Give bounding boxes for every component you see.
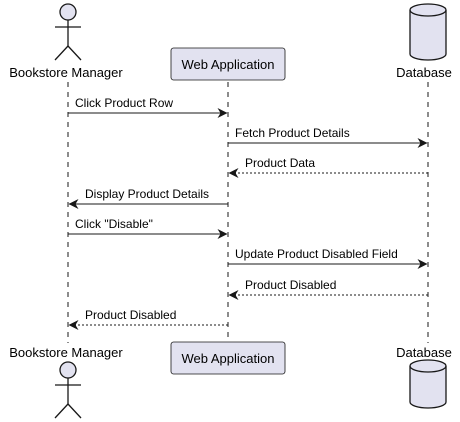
actor-icon-top	[54, 3, 82, 61]
participant-label-manager-top: Bookstore Manager	[9, 65, 123, 80]
participant-box-webapp-top	[170, 47, 286, 81]
participant-box-webapp-bottom	[170, 341, 286, 375]
message-label: Update Product Disabled Field	[235, 247, 398, 261]
database-icon-bottom	[409, 359, 447, 409]
message-label: Click "Disable"	[75, 217, 153, 231]
message-8: Product Disabled	[68, 308, 228, 330]
actor-icon-bottom	[54, 361, 82, 419]
participant-label-manager-bottom: Bookstore Manager	[9, 345, 123, 360]
participant-label-db-top: Database	[396, 65, 452, 80]
message-6: Update Product Disabled Field	[228, 247, 428, 269]
message-label: Product Disabled	[85, 308, 176, 322]
participant-label-db-bottom: Database	[396, 345, 452, 360]
message-label: Product Data	[245, 156, 315, 170]
message-5: Click "Disable"	[68, 217, 228, 239]
message-label: Product Disabled	[245, 278, 336, 292]
message-1: Click Product Row	[68, 96, 228, 118]
participant-label-webapp-bottom: Web Application	[182, 351, 275, 366]
message-4: Display Product Details	[68, 187, 228, 209]
participant-label-webapp-top: Web Application	[182, 57, 275, 72]
message-label: Display Product Details	[85, 187, 209, 201]
message-label: Click Product Row	[75, 96, 173, 110]
message-label: Fetch Product Details	[235, 126, 350, 140]
message-7: Product Disabled	[228, 278, 428, 300]
message-3: Product Data	[228, 156, 428, 178]
database-icon-top	[409, 3, 447, 61]
message-2: Fetch Product Details	[228, 126, 428, 148]
